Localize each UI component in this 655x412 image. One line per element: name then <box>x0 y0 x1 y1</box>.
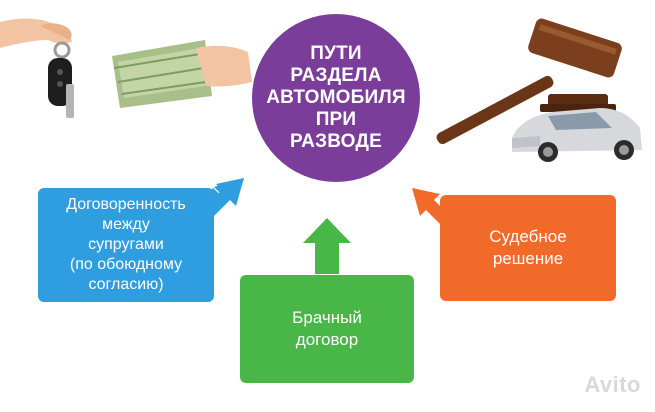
option-court-box: Судебное решение <box>440 195 616 301</box>
car-keys-hand-icon <box>0 18 74 118</box>
money-hand-icon <box>112 40 252 108</box>
car-icon <box>512 108 642 162</box>
gavel-icon <box>436 18 622 145</box>
option-agreement-box: Договоренность между супругами (по обоюд… <box>38 188 214 302</box>
center-topic: ПУТИ РАЗДЕЛА АВТОМОБИЛЯ ПРИ РАЗВОДЕ <box>252 14 420 182</box>
option-contract-box: Брачный договор <box>240 275 414 383</box>
avito-watermark: Avito <box>584 372 641 397</box>
arrow-icon <box>205 178 450 274</box>
center-topic-title: ПУТИ РАЗДЕЛА АВТОМОБИЛЯ ПРИ РАЗВОДЕ <box>266 43 406 152</box>
